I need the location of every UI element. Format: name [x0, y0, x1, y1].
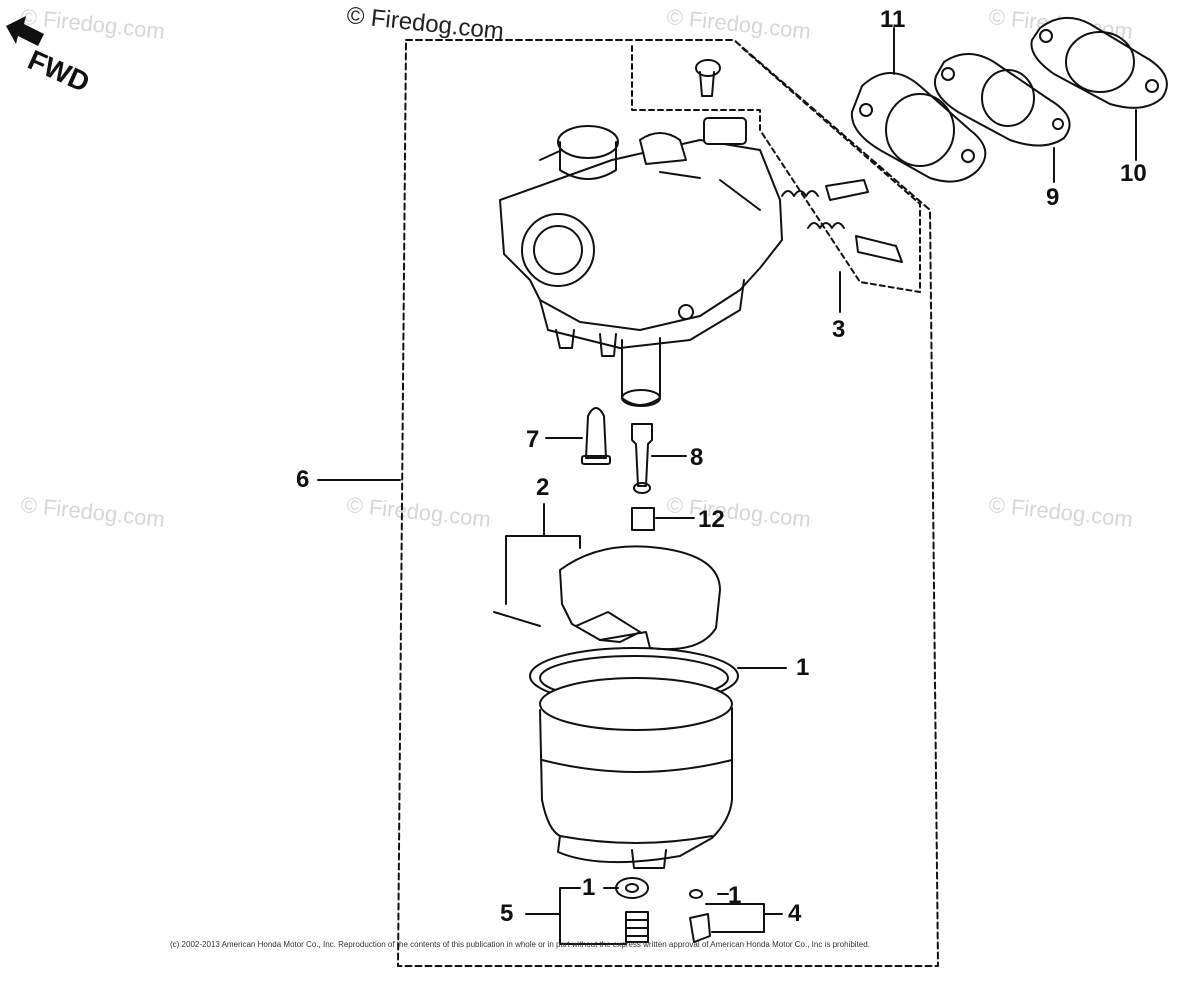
gasket-9 [934, 53, 1071, 147]
callout-1-ring: 1 [796, 654, 810, 681]
callout-2: 2 [536, 474, 550, 501]
carburetor-body [499, 117, 783, 407]
callout-5: 5 [500, 900, 514, 927]
nozzle-8 [631, 423, 653, 494]
copyright-notice: (c) 2002-2013 American Honda Motor Co., … [170, 940, 870, 949]
screw-inset-frame [631, 45, 921, 293]
callout-8: 8 [690, 444, 704, 471]
callout-12: 12 [698, 506, 725, 533]
main-jet-7 [581, 407, 611, 465]
float-2 [493, 545, 721, 651]
gasket-10 [1030, 17, 1168, 109]
callout-3: 3 [832, 316, 846, 343]
callout-1-spring: 1 [728, 882, 742, 909]
fwd-arrow-icon [6, 16, 44, 46]
gasket-11 [850, 72, 987, 183]
callout-6: 6 [296, 466, 310, 493]
leader-5 [525, 887, 627, 945]
callout-10: 10 [1120, 160, 1147, 187]
float-bowl [539, 677, 733, 869]
screw-spring-upper [781, 179, 869, 201]
callout-7: 7 [526, 426, 540, 453]
assembly-frame [397, 39, 939, 967]
callout-1-washer: 1 [582, 874, 596, 901]
drain-bolt-5 [625, 911, 649, 943]
callout-11: 11 [880, 6, 906, 33]
screw-spring-lower [807, 222, 903, 263]
top-screw [695, 59, 721, 97]
washer-5 [615, 877, 649, 899]
callout-4: 4 [788, 900, 802, 927]
leader-4 [705, 893, 783, 933]
callout-9: 9 [1046, 184, 1060, 211]
spring-4 [689, 889, 711, 943]
washer-12 [631, 507, 655, 531]
leader-2 [505, 503, 581, 605]
